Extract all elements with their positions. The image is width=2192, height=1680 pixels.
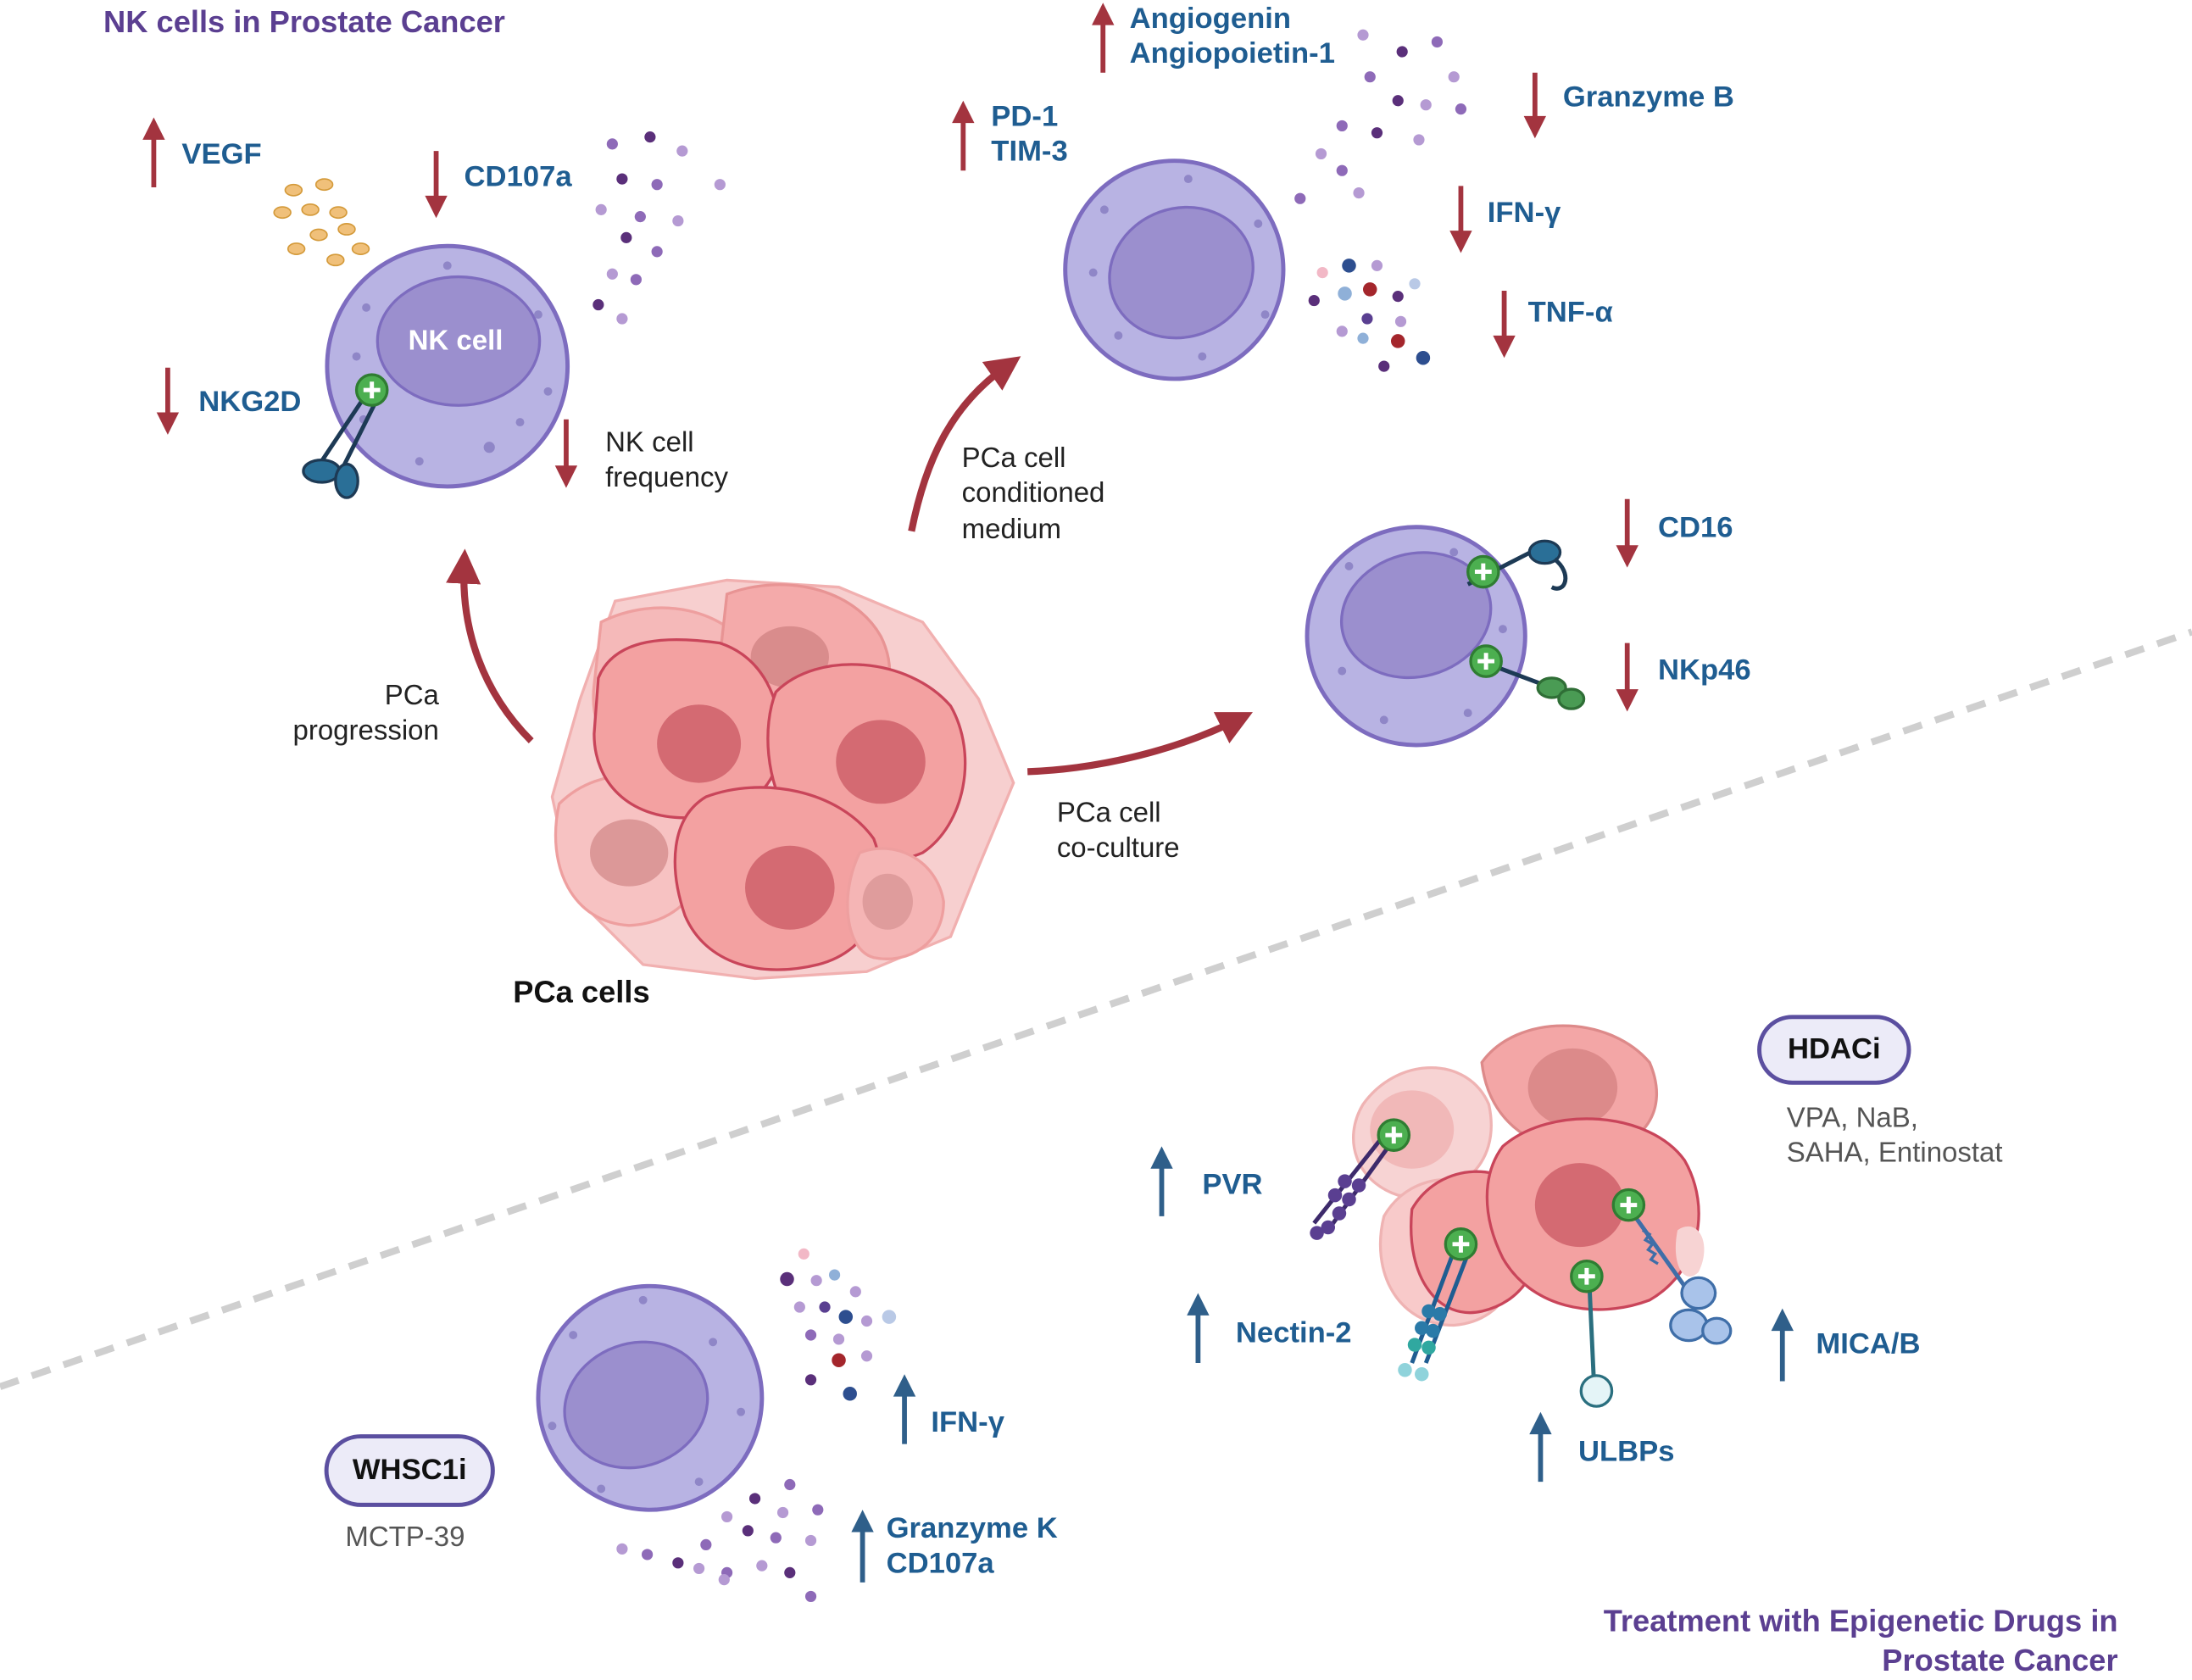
ulbps-label: ULBPs bbox=[1577, 1435, 1675, 1468]
nk-cell-top-left bbox=[302, 243, 570, 499]
cd107a-up-label: CD107a bbox=[886, 1547, 994, 1580]
arrow-down-markers bbox=[156, 72, 1638, 712]
nk-frequency-line-1: NK cell bbox=[605, 427, 694, 459]
conditioned-medium-line-3: medium bbox=[961, 514, 1061, 545]
arrow-up-markers-red bbox=[142, 3, 1115, 187]
cd16-label: CD16 bbox=[1657, 511, 1733, 544]
nk-frequency-line-2: frequency bbox=[605, 463, 728, 494]
arrow-up-markers-blue bbox=[851, 1146, 1794, 1583]
vegf-granules bbox=[273, 178, 370, 267]
bottom-title-line-2: Prostate Cancer bbox=[1882, 1642, 2118, 1677]
hdaci-drugs: VPA, NaB, SAHA, Entinostat bbox=[1787, 1102, 2003, 1173]
panel-divider bbox=[0, 628, 2192, 1390]
pca-cell-cluster-treated bbox=[1310, 1024, 1733, 1408]
nk-cell-top-right bbox=[1063, 159, 1286, 381]
tim3-label: TIM-3 bbox=[991, 135, 1068, 168]
nk-cell-right bbox=[1305, 525, 1586, 748]
ifn-gamma-down-label: IFN-γ bbox=[1487, 197, 1561, 230]
progression-line-1: PCa bbox=[384, 681, 439, 712]
pvr-label: PVR bbox=[1202, 1168, 1263, 1201]
cd107a-label: CD107a bbox=[464, 160, 572, 193]
arrow-coculture bbox=[1027, 712, 1254, 776]
nk-cell-bottom bbox=[536, 1283, 765, 1512]
ifn-gamma-up-label: IFN-γ bbox=[931, 1406, 1004, 1439]
cd107a-granules bbox=[593, 131, 726, 325]
coculture-line-1: PCa cell bbox=[1056, 798, 1161, 829]
granzyme-k-label: Granzyme K bbox=[886, 1512, 1058, 1545]
mica-b-label: MICA/B bbox=[1816, 1327, 1921, 1360]
pca-cell-cluster bbox=[550, 578, 1015, 981]
progression-line-2: progression bbox=[292, 716, 439, 748]
coculture-line-2: co-culture bbox=[1056, 833, 1180, 865]
tnf-alpha-label: TNF-α bbox=[1527, 296, 1613, 329]
angiopoietin-label: Angiopoietin-1 bbox=[1129, 37, 1335, 70]
whsc1i-badge: WHSC1i bbox=[324, 1434, 495, 1507]
arrow-conditioned-medium bbox=[908, 356, 1021, 532]
conditioned-medium-line-2: conditioned bbox=[961, 478, 1105, 509]
top-panel-title: NK cells in Prostate Cancer bbox=[103, 3, 505, 40]
arrow-progression bbox=[446, 548, 534, 744]
nkp46-label: NKp46 bbox=[1657, 654, 1751, 687]
bottom-panel-title: Treatment with Epigenetic Drugs in Prost… bbox=[1468, 1602, 2118, 1680]
hdaci-drugs-line-2: SAHA, Entinostat bbox=[1786, 1138, 2003, 1170]
conditioned-medium-label: PCa cell conditioned medium bbox=[962, 442, 1105, 548]
conditioned-medium-line-1: PCa cell bbox=[961, 442, 1066, 475]
nectin2-label: Nectin-2 bbox=[1235, 1316, 1352, 1349]
pca-cells-label: PCa cells bbox=[513, 974, 650, 1010]
granzyme-b-label: Granzyme B bbox=[1562, 81, 1734, 114]
cytokine-granules-top-right bbox=[1294, 29, 1467, 372]
coculture-label: PCa cell co-culture bbox=[1057, 797, 1180, 868]
pd1-label: PD-1 bbox=[991, 100, 1059, 133]
bottom-title-line-1: Treatment with Epigenetic Drugs in bbox=[1603, 1603, 2118, 1638]
nk-frequency-label: NK cell frequency bbox=[605, 426, 728, 498]
progression-label: PCa progression bbox=[252, 680, 439, 751]
cytokine-granules-bottom bbox=[616, 1248, 897, 1603]
nk-cell-label: NK cell bbox=[408, 325, 503, 357]
whsc1i-drug: MCTP-39 bbox=[345, 1522, 465, 1554]
hdaci-drugs-line-1: VPA, NaB, bbox=[1786, 1103, 1918, 1134]
nkg2d-label: NKG2D bbox=[198, 386, 302, 419]
hdaci-badge: HDACi bbox=[1757, 1015, 1911, 1085]
angiogenin-label: Angiogenin bbox=[1129, 3, 1292, 36]
vegf-label: VEGF bbox=[181, 138, 262, 171]
